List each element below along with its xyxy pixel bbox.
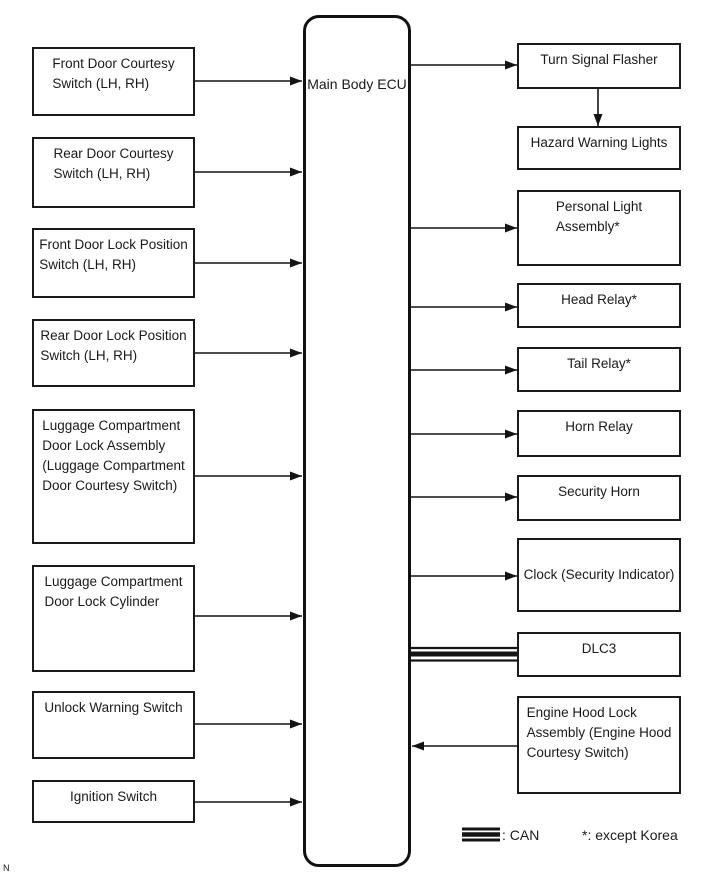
block-horn-relay: Horn Relay (517, 410, 681, 457)
block-head-relay: Head Relay* (517, 283, 681, 328)
block-rear-door-courtesy-switch: Rear Door Courtesy Switch (LH, RH) (32, 137, 195, 208)
block-dlc3: DLC3 (517, 632, 681, 677)
can-bus-line-ecu-to-dlc3 (409, 646, 517, 662)
main-body-ecu-block: Main Body ECU (303, 15, 411, 867)
can-bus-icon (462, 827, 500, 842)
block-label: Horn Relay (565, 419, 633, 434)
block-label: Luggage Compartment Door Lock Cylinder (44, 574, 183, 609)
block-label: Rear Door Lock Position Switch (LH, RH) (40, 328, 187, 363)
block-luggage-door-lock-cylinder: Luggage Compartment Door Lock Cylinder (32, 565, 195, 672)
block-label: Tail Relay* (567, 356, 631, 371)
block-label: Front Door Lock Position Switch (LH, RH) (39, 237, 188, 272)
block-label: Rear Door Courtesy Switch (LH, RH) (53, 146, 174, 181)
block-security-horn: Security Horn (517, 475, 681, 521)
block-tail-relay: Tail Relay* (517, 347, 681, 392)
block-label: Unlock Warning Switch (44, 700, 183, 715)
block-turn-signal-flasher: Turn Signal Flasher (517, 43, 681, 89)
block-label: Luggage Compartment Door Lock Assembly (… (42, 418, 185, 493)
block-engine-hood-lock-assembly: Engine Hood Lock Assembly (Engine Hood C… (517, 696, 681, 794)
block-label: DLC3 (581, 641, 617, 656)
block-hazard-warning-lights: Hazard Warning Lights (517, 126, 681, 170)
block-label: Engine Hood Lock Assembly (Engine Hood C… (526, 705, 672, 760)
block-label: Clock (Security Indicator) (523, 567, 675, 582)
block-label: Ignition Switch (69, 789, 158, 804)
block-unlock-warning-switch: Unlock Warning Switch (32, 691, 195, 759)
block-label: Head Relay* (561, 292, 637, 307)
block-clock-security-indicator: Clock (Security Indicator) (517, 538, 681, 612)
main-body-ecu-label: Main Body ECU (307, 76, 407, 92)
block-label: Front Door Courtesy Switch (LH, RH) (52, 56, 175, 91)
block-front-door-courtesy-switch: Front Door Courtesy Switch (LH, RH) (32, 47, 195, 116)
legend-can-label: : CAN (502, 827, 540, 843)
block-luggage-door-lock-assembly: Luggage Compartment Door Lock Assembly (… (32, 409, 195, 544)
block-label: Security Horn (558, 484, 640, 499)
block-front-door-lock-position-switch: Front Door Lock Position Switch (LH, RH) (32, 228, 195, 298)
figure-code-letter: N (3, 863, 10, 873)
block-label: Hazard Warning Lights (530, 135, 668, 150)
block-label: Personal Light Assembly* (555, 199, 643, 234)
block-label: Turn Signal Flasher (540, 52, 658, 67)
legend-except-korea-note: *: except Korea (582, 827, 678, 843)
block-ignition-switch: Ignition Switch (32, 780, 195, 823)
block-personal-light-assembly: Personal Light Assembly* (517, 190, 681, 266)
block-rear-door-lock-position-switch: Rear Door Lock Position Switch (LH, RH) (32, 319, 195, 387)
